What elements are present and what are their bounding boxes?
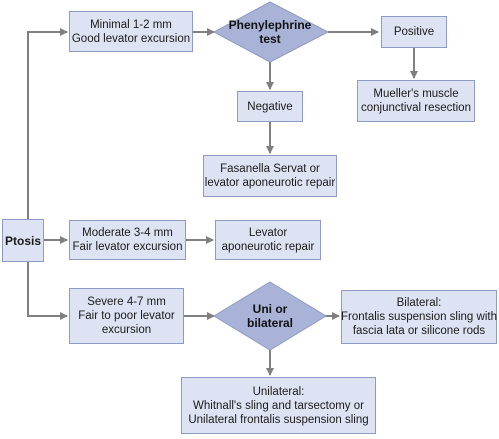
phenylephrine-line-2: test (259, 32, 281, 46)
bilateral-line-3: fascia lata or silicone rods (352, 325, 486, 337)
minimal-line-2: Good levator excursion (71, 32, 191, 45)
fasanella-box: Fasanella Servat or levator aponeurotic … (203, 155, 337, 197)
mueller-line-1: Mueller's muscle (373, 88, 459, 100)
bilateral-box: Bilateral: Frontalis suspension sling wi… (341, 290, 497, 344)
positive-box: Positive (381, 16, 447, 48)
uni-bilateral-line-1: Uni or (252, 302, 288, 316)
phenylephrine-text: Phenylephrine test (226, 14, 314, 50)
levator-box: Levator aponeurotic repair (215, 220, 321, 260)
moderate-line-1: Moderate 3-4 mm (82, 227, 173, 239)
unilateral-line-2: Whitnall's sling and tarsectomy or (193, 399, 364, 412)
unilateral-line-3: Unilateral frontalis suspension sling (188, 413, 369, 426)
severe-line-3: excursion (101, 324, 152, 336)
fasanella-line-1: Fasanella Servat or (220, 163, 320, 175)
uni-bilateral-text: Uni or bilateral (232, 298, 308, 334)
negative-label: Negative (247, 100, 293, 113)
bilateral-line-2: Frontalis suspension sling with (341, 311, 497, 323)
negative-box: Negative (237, 91, 303, 122)
unilateral-box: Unilateral: Whitnall's sling and tarsect… (181, 377, 376, 434)
phenylephrine-line-1: Phenylephrine (228, 18, 312, 32)
phenylephrine-diamond (212, 1, 330, 63)
ptosis-label: Ptosis (4, 233, 41, 248)
minimal-line-1: Minimal 1-2 mm (90, 18, 172, 31)
fasanella-line-2: levator aponeurotic repair (204, 177, 336, 189)
severe-box: Severe 4-7 mm Fair to poor levator excur… (69, 288, 184, 344)
levator-line-1: Levator (248, 227, 288, 239)
severe-line-1: Severe 4-7 mm (87, 296, 166, 308)
moderate-box: Moderate 3-4 mm Fair levator excursion (69, 220, 186, 260)
unilateral-line-1: Unilateral: (252, 385, 305, 398)
mueller-box: Mueller's muscle conjunctival resection (357, 80, 475, 122)
minimal-box: Minimal 1-2 mm Good levator excursion (69, 11, 193, 52)
uni-bilateral-line-2: bilateral (246, 316, 294, 330)
ptosis-box: Ptosis (2, 219, 44, 262)
mueller-line-2: conjunctival resection (361, 102, 471, 114)
severe-line-2: Fair to poor levator (78, 310, 175, 322)
uni-bilateral-diamond (213, 281, 327, 351)
moderate-line-2: Fair levator excursion (72, 241, 183, 253)
levator-line-2: aponeurotic repair (221, 241, 315, 253)
bilateral-line-1: Bilateral: (396, 297, 442, 309)
positive-label: Positive (393, 26, 435, 38)
